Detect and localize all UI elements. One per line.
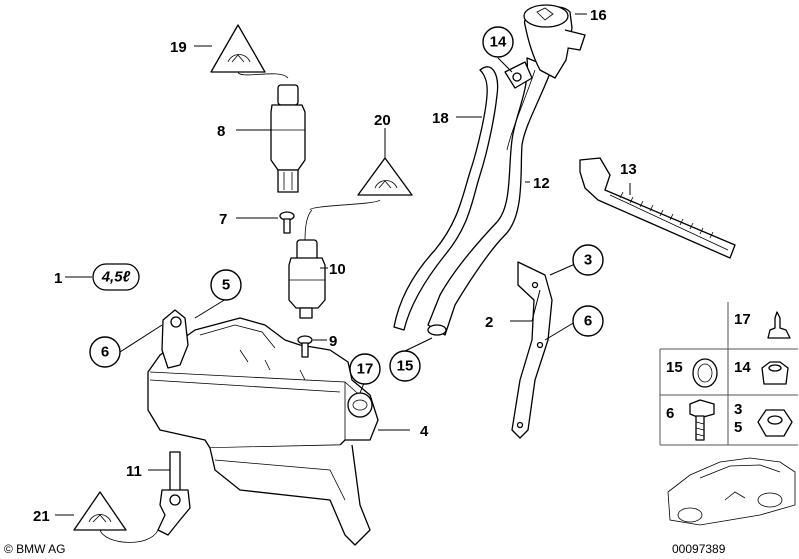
label-4: 4 bbox=[420, 423, 429, 440]
screw-9[interactable] bbox=[297, 335, 313, 358]
label-17: 17 bbox=[357, 361, 374, 378]
label-10: 10 bbox=[329, 261, 346, 278]
leader-lines bbox=[55, 13, 631, 543]
grommet-14 bbox=[761, 361, 789, 385]
label-13: 13 bbox=[620, 161, 637, 178]
part-numbers: 19 8 7 20 10 9 1 4 11 21 18 12 13 16 2 bbox=[33, 7, 637, 525]
label-2: 2 bbox=[485, 314, 493, 331]
label-3: 3 bbox=[584, 252, 592, 269]
warning-triangle-20 bbox=[357, 157, 413, 196]
seal-ring-15 bbox=[692, 358, 718, 388]
filler-pipe-12[interactable] bbox=[427, 4, 586, 336]
level-sensor-11[interactable] bbox=[157, 451, 191, 536]
label-5: 5 bbox=[222, 277, 230, 294]
label-21: 21 bbox=[33, 508, 50, 525]
washer-pump-10[interactable] bbox=[288, 199, 381, 319]
legend-label-14: 14 bbox=[734, 359, 751, 376]
grommet-14-top[interactable] bbox=[504, 61, 533, 89]
clip-17 bbox=[767, 311, 791, 339]
legend-label-17: 17 bbox=[734, 311, 751, 328]
label-16: 16 bbox=[590, 7, 607, 24]
nut-3-5 bbox=[757, 409, 793, 437]
label-9: 9 bbox=[329, 333, 337, 350]
screw-7[interactable] bbox=[279, 211, 295, 234]
bracket-2[interactable] bbox=[511, 261, 553, 439]
label-6-left: 6 bbox=[101, 344, 109, 361]
legend-label-3: 3 bbox=[734, 401, 742, 418]
diagram-code: 00097389 bbox=[672, 542, 726, 556]
label-1: 1 bbox=[54, 270, 62, 287]
capacity-badge: 4,5ℓ bbox=[92, 263, 140, 291]
label-14: 14 bbox=[490, 34, 507, 51]
label-12: 12 bbox=[533, 175, 550, 192]
legend-label-6: 6 bbox=[666, 405, 674, 422]
vehicle-silhouette bbox=[667, 457, 796, 526]
label-18: 18 bbox=[432, 110, 449, 127]
capacity-label: 4,5ℓ bbox=[101, 269, 131, 286]
warning-triangle-19 bbox=[210, 24, 266, 73]
legend-label-15: 15 bbox=[666, 359, 683, 376]
bolt-6 bbox=[689, 399, 715, 441]
warning-triangle-21 bbox=[73, 491, 127, 531]
washer-pump-8[interactable] bbox=[270, 84, 306, 193]
label-15: 15 bbox=[397, 358, 414, 375]
washer-reservoir[interactable] bbox=[147, 309, 379, 546]
label-8: 8 bbox=[217, 123, 225, 140]
copyright-notice: © BMW AG bbox=[4, 542, 66, 556]
label-7: 7 bbox=[219, 211, 227, 228]
cable-strap-13[interactable] bbox=[579, 157, 736, 259]
label-11: 11 bbox=[126, 463, 142, 480]
hose-18[interactable] bbox=[393, 66, 499, 331]
label-6-right: 6 bbox=[584, 313, 592, 330]
small-parts-legend: 17 15 14 6 3 5 bbox=[659, 302, 798, 446]
circled-numbers: 5 6 14 17 15 3 6 bbox=[89, 26, 604, 385]
label-20: 20 bbox=[374, 112, 391, 129]
legend-label-5: 5 bbox=[734, 419, 742, 436]
label-19: 19 bbox=[170, 39, 187, 56]
